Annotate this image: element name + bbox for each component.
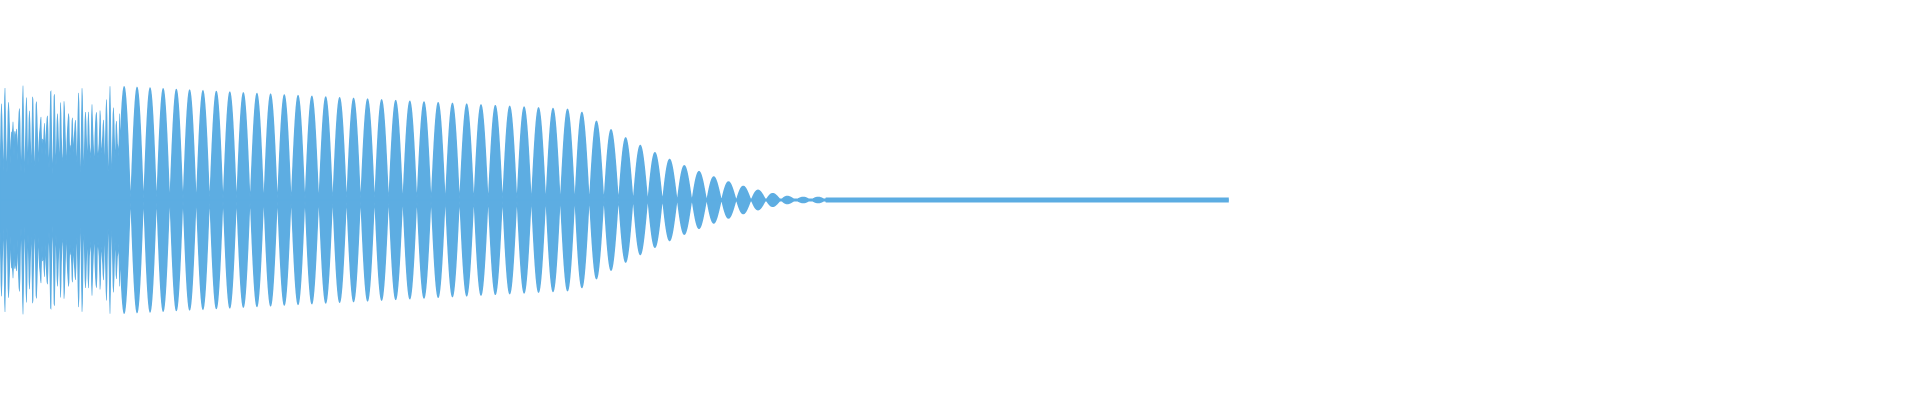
waveform-signal: [0, 85, 1229, 315]
